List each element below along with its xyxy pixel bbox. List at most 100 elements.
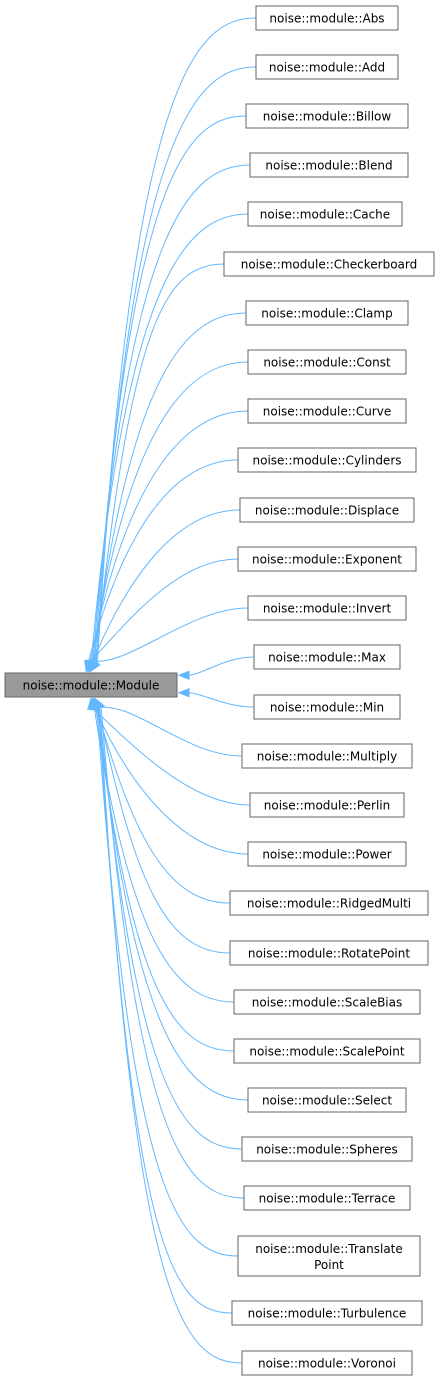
derived-class-node[interactable]: noise::module::Add bbox=[255, 54, 399, 80]
derived-class-box bbox=[233, 1038, 421, 1064]
derived-class-node[interactable]: noise::module::Clamp bbox=[245, 300, 409, 326]
inheritance-edge bbox=[97, 17, 257, 662]
derived-class-box bbox=[247, 841, 407, 867]
derived-class-label: noise::module::Multiply bbox=[257, 750, 397, 764]
derived-class-node[interactable]: noise::module::Abs bbox=[255, 5, 399, 31]
derived-class-label: noise::module::Cylinders bbox=[253, 454, 402, 468]
derived-class-label: noise::module::Select bbox=[262, 1094, 392, 1108]
derived-class-node[interactable]: noise::module::ScalePoint bbox=[233, 1038, 421, 1064]
inheritance-edge bbox=[98, 708, 233, 1314]
inheritance-edge bbox=[93, 708, 235, 1003]
inheritance-edge bbox=[96, 708, 231, 904]
derived-class-box bbox=[237, 447, 417, 473]
derived-class-node[interactable]: noise::module::Exponent bbox=[237, 546, 417, 572]
derived-class-node[interactable]: noise::module::Invert bbox=[247, 595, 407, 621]
derived-class-label: noise::module::Turbulence bbox=[248, 1307, 407, 1321]
derived-class-node[interactable]: noise::module::Max bbox=[253, 644, 401, 670]
derived-class-label-line2: Point bbox=[314, 1258, 344, 1272]
inheritance-edge bbox=[99, 708, 243, 1364]
derived-class-box bbox=[247, 398, 407, 424]
derived-class-box bbox=[223, 251, 435, 277]
derived-class-node[interactable]: noise::module::RotatePoint bbox=[229, 940, 429, 966]
derived-class-label: noise::module::Min bbox=[270, 701, 384, 715]
derived-class-node[interactable]: noise::module::Perlin bbox=[249, 792, 405, 818]
derived-class-label: noise::module::Power bbox=[262, 848, 391, 862]
derived-class-node[interactable]: noise::module::Blend bbox=[249, 152, 409, 178]
derived-class-label: noise::module::Max bbox=[268, 651, 386, 665]
derived-class-label: noise::module::Add bbox=[269, 61, 385, 75]
inheritance-arrowhead bbox=[177, 687, 190, 698]
derived-class-node[interactable]: noise::module::Select bbox=[247, 1087, 407, 1113]
derived-class-node[interactable]: noise::module::Power bbox=[247, 841, 407, 867]
derived-class-label: noise::module::ScalePoint bbox=[249, 1045, 404, 1059]
inheritance-edge bbox=[93, 708, 251, 806]
derived-class-node[interactable]: noise::module::Turbulence bbox=[231, 1300, 423, 1326]
inheritance-edge bbox=[94, 708, 249, 855]
derived-class-label: noise::module::Blend bbox=[265, 159, 392, 173]
inheritance-edge bbox=[96, 708, 239, 1257]
derived-class-label: noise::module::Invert bbox=[263, 602, 392, 616]
derived-class-box bbox=[255, 54, 399, 80]
derived-class-label: noise::module::Cache bbox=[260, 208, 390, 222]
derived-class-label: noise::module::Checkerboard bbox=[241, 258, 418, 272]
derived-class-box bbox=[231, 1300, 423, 1326]
derived-class-box bbox=[237, 1235, 421, 1277]
derived-class-node[interactable]: noise::module::RidgedMulti bbox=[229, 890, 429, 916]
derived-class-box bbox=[229, 890, 429, 916]
derived-class-node[interactable]: noise::module::Terrace bbox=[243, 1185, 411, 1211]
derived-class-box bbox=[249, 152, 409, 178]
derived-class-node[interactable]: noise::module::Cache bbox=[247, 201, 403, 227]
derived-class-node[interactable]: noise::module::Curve bbox=[247, 398, 407, 424]
derived-class-node[interactable]: noise::module::ScaleBias bbox=[233, 989, 421, 1015]
derived-class-box bbox=[237, 546, 417, 572]
derived-class-node[interactable]: noise::module::Displace bbox=[239, 497, 415, 523]
derived-class-label: noise::module::Curve bbox=[263, 405, 391, 419]
inheritance-edge bbox=[92, 164, 251, 662]
derived-class-label: noise::module::Abs bbox=[269, 12, 384, 26]
derived-class-node[interactable]: noise::module::Const bbox=[247, 349, 407, 375]
base-class-box bbox=[4, 672, 178, 698]
derived-class-box bbox=[233, 989, 421, 1015]
derived-class-label: noise::module::RotatePoint bbox=[248, 947, 410, 961]
derived-class-node[interactable]: noise::module::Billow bbox=[245, 103, 409, 129]
derived-class-node[interactable]: noise::module::Min bbox=[253, 694, 401, 720]
derived-class-box bbox=[249, 792, 405, 818]
derived-class-label: noise::module::Translate bbox=[255, 1242, 403, 1256]
inheritance-arrowhead bbox=[84, 660, 95, 673]
base-class-node[interactable]: noise::module::Module bbox=[4, 672, 178, 698]
inheritance-edge bbox=[88, 459, 239, 662]
inheritance-edges bbox=[84, 17, 257, 1364]
derived-class-label: noise::module::Exponent bbox=[252, 553, 402, 567]
derived-class-node[interactable]: noise::module::Cylinders bbox=[237, 447, 417, 473]
derived-class-node[interactable]: noise::module::Multiply bbox=[241, 743, 413, 769]
base-class-label: noise::module::Module bbox=[23, 679, 160, 693]
derived-class-label: noise::module::RidgedMulti bbox=[247, 897, 411, 911]
derived-class-label: noise::module::Voronoi bbox=[258, 1357, 396, 1371]
derived-class-label: noise::module::ScaleBias bbox=[252, 996, 403, 1010]
inheritance-edge bbox=[187, 692, 255, 708]
inheritance-edge bbox=[90, 558, 239, 662]
derived-class-box bbox=[253, 694, 401, 720]
derived-class-box bbox=[255, 5, 399, 31]
derived-class-label: noise::module::Billow bbox=[263, 110, 392, 124]
derived-class-box bbox=[253, 644, 401, 670]
derived-class-box bbox=[241, 1350, 413, 1376]
derived-class-box bbox=[243, 1185, 411, 1211]
inheritance-edge bbox=[97, 708, 249, 1101]
inheritance-edge bbox=[91, 706, 243, 757]
inheritance-edge bbox=[92, 509, 241, 662]
inheritance-arrowhead bbox=[92, 697, 104, 711]
inheritance-edge bbox=[187, 656, 255, 676]
inheritance-arrowhead bbox=[177, 670, 190, 680]
derived-class-box bbox=[247, 1087, 407, 1113]
derived-class-node[interactable]: noise::module::Voronoi bbox=[241, 1350, 413, 1376]
derived-class-node[interactable]: noise::module::Checkerboard bbox=[223, 251, 435, 277]
derived-class-label: noise::module::Terrace bbox=[259, 1192, 396, 1206]
derived-class-box bbox=[241, 1136, 413, 1162]
derived-class-label: noise::module::Perlin bbox=[264, 799, 390, 813]
inheritance-edge bbox=[90, 213, 249, 662]
derived-class-label: noise::module::Clamp bbox=[261, 307, 392, 321]
derived-class-node[interactable]: noise::module::Spheres bbox=[241, 1136, 413, 1162]
